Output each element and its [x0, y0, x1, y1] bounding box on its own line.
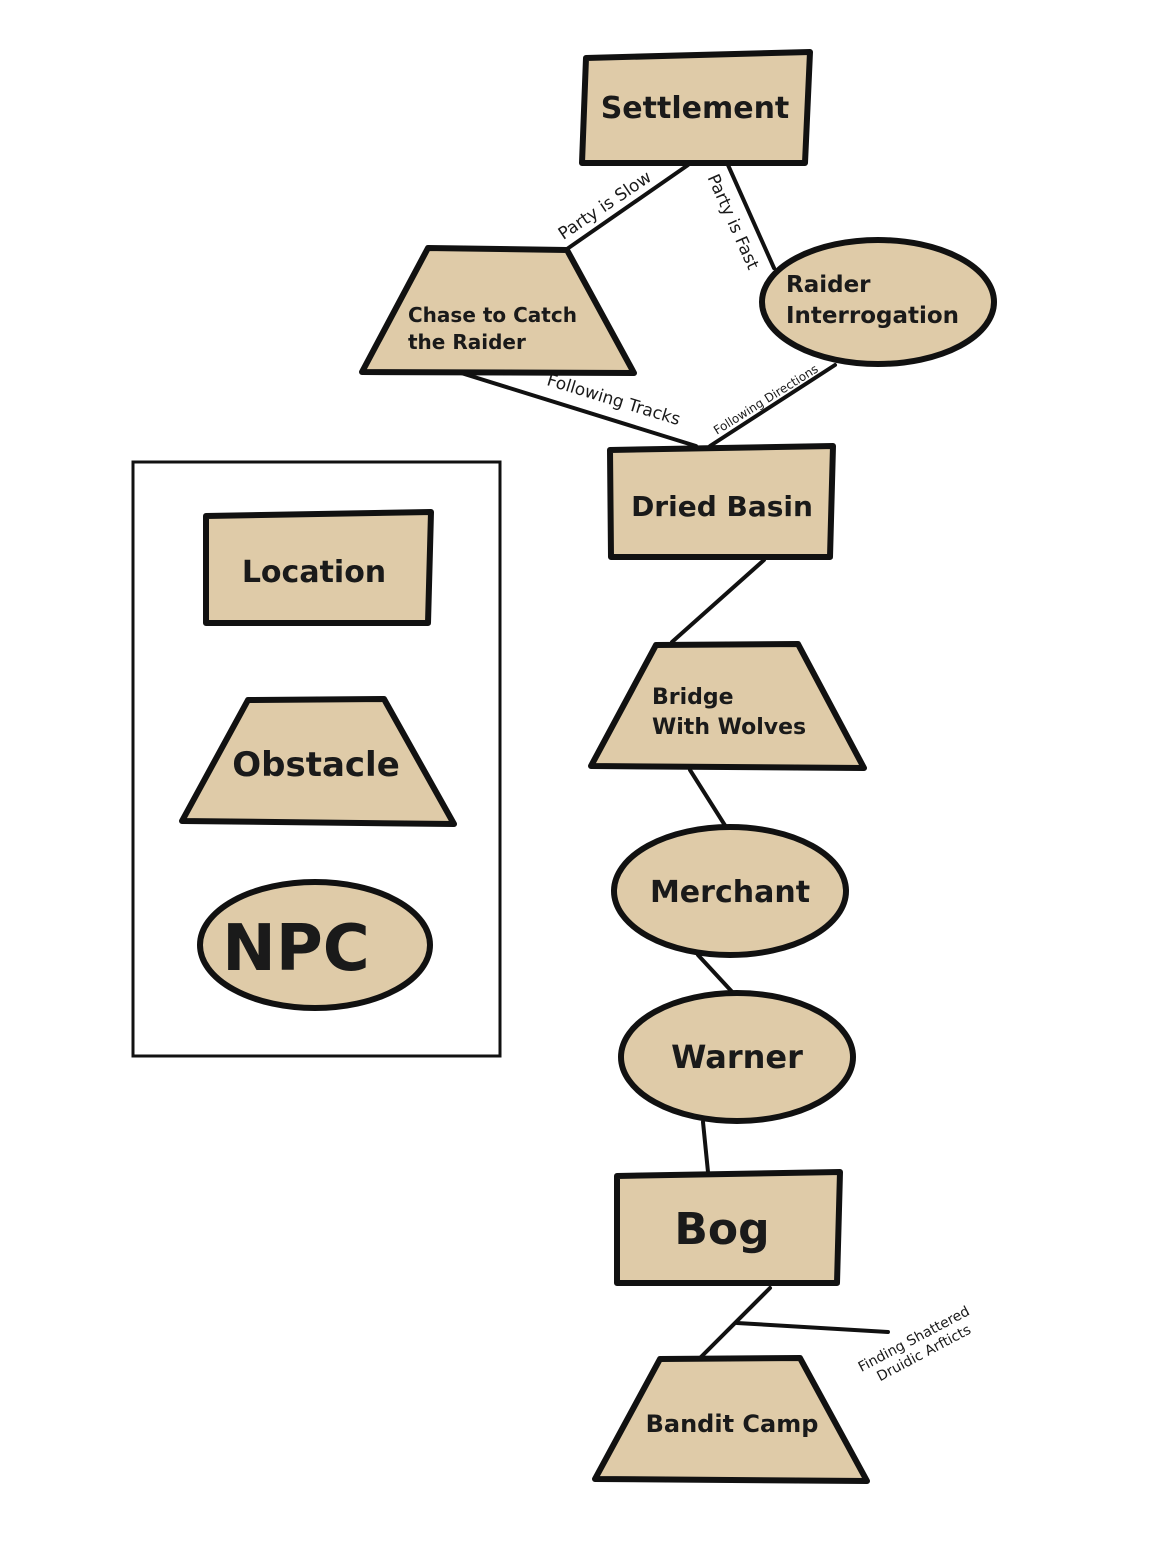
edge-interrogation-basin — [708, 363, 837, 448]
edge-chase-basin — [456, 370, 698, 448]
node-bog-label: Bog — [674, 1204, 769, 1255]
node-chase-raider: Chase to Catch the Raider — [359, 245, 637, 376]
node-warner: Warner — [618, 990, 856, 1124]
legend: Location Obstacle NPC — [131, 460, 502, 1058]
node-raider-interrogation-line-1: Raider — [786, 272, 871, 298]
legend-npc-label: NPC — [222, 912, 369, 986]
node-bridge-wolves-line-1: Bridge — [652, 685, 734, 710]
node-chase-raider-label: Chase to Catch the Raider — [408, 303, 584, 354]
edge-label-party-slow: Party is Slow — [555, 167, 656, 244]
node-settlement-label: Settlement — [601, 91, 790, 126]
node-bog: Bog — [614, 1169, 843, 1286]
legend-npc: NPC — [197, 879, 433, 1011]
edge-settlement-interrogation — [726, 163, 776, 270]
node-dried-basin-label: Dried Basin — [631, 490, 813, 523]
node-bridge-wolves-label: Bridge With Wolves — [652, 685, 806, 740]
node-merchant: Merchant — [611, 824, 849, 958]
node-bridge-wolves-line-2: With Wolves — [652, 715, 806, 740]
edge-bridge-merchant — [688, 768, 728, 829]
node-raider-interrogation: Raider Interrogation — [759, 237, 997, 367]
node-merchant-label: Merchant — [650, 875, 810, 910]
node-chase-raider-line-2: the Raider — [408, 330, 526, 354]
node-raider-interrogation-label: Raider Interrogation — [786, 272, 959, 329]
node-chase-raider-line-1: Chase to Catch — [408, 303, 577, 327]
legend-obstacle-label: Obstacle — [232, 745, 400, 785]
node-dried-basin: Dried Basin — [607, 443, 836, 560]
node-bandit-camp: Bandit Camp — [592, 1355, 870, 1484]
edge-label-following-directions: Following Directions — [711, 362, 821, 438]
node-bandit-camp-label: Bandit Camp — [646, 1410, 819, 1438]
edge-settlement-chase — [565, 163, 690, 251]
edge-warner-bog — [701, 1120, 710, 1174]
legend-location-label: Location — [242, 555, 386, 590]
edge-label-finding-artifacts: Finding Shattered Druidic Arfticts — [856, 1301, 985, 1390]
node-raider-interrogation-line-2: Interrogation — [786, 303, 959, 329]
edge-merchant-warner — [696, 953, 737, 997]
node-settlement: Settlement — [579, 49, 813, 166]
legend-obstacle: Obstacle — [179, 696, 457, 827]
edge-artifacts-branch — [735, 1321, 890, 1334]
node-bridge-wolves: Bridge With Wolves — [588, 641, 867, 771]
node-warner-label: Warner — [671, 1038, 803, 1076]
legend-location: Location — [203, 509, 434, 626]
edge-basin-bridge — [670, 558, 766, 644]
